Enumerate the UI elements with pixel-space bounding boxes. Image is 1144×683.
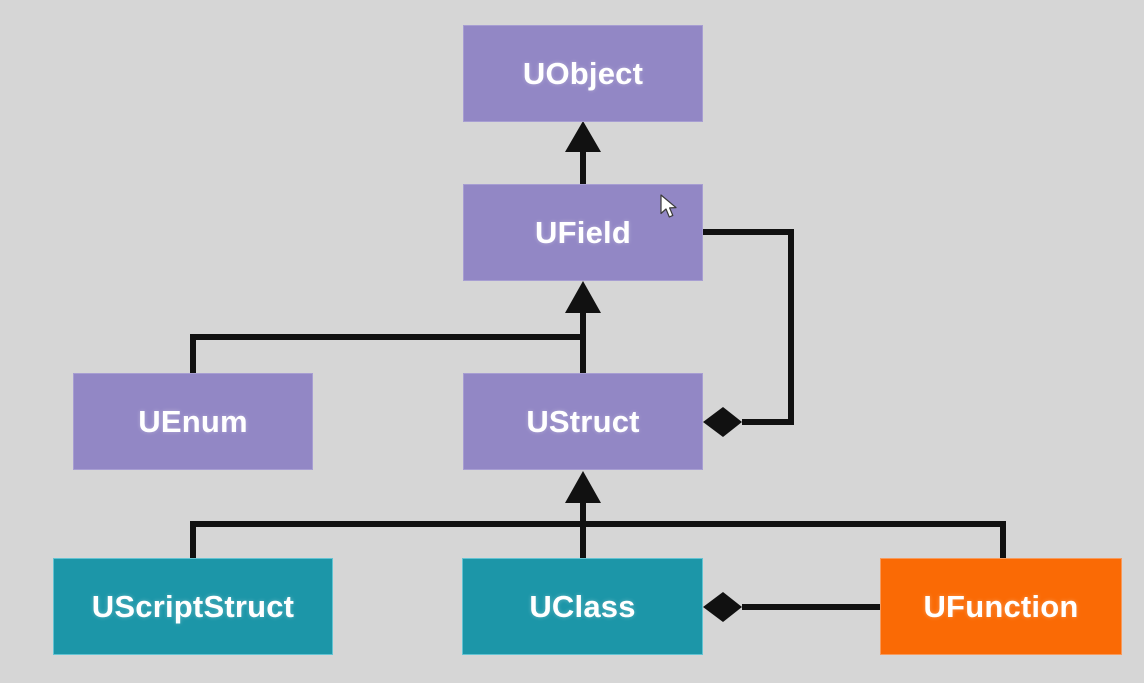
edge-subclasses-to-ustruct (190, 471, 1006, 558)
node-uobject[interactable]: UObject (463, 25, 703, 122)
edge-uclass-owns-ufunction (703, 592, 880, 622)
node-ustruct[interactable]: UStruct (463, 373, 703, 470)
node-uscriptstruct[interactable]: UScriptStruct (53, 558, 333, 655)
node-ustruct-label: UStruct (526, 403, 640, 439)
node-uscriptstruct-label: UScriptStruct (91, 588, 295, 624)
edge-uenum-ustruct-to-ufield (190, 281, 601, 373)
node-uclass[interactable]: UClass (462, 558, 703, 655)
node-ufield-label: UField (535, 214, 631, 250)
node-ufield[interactable]: UField (463, 184, 703, 281)
node-ufunction-label: UFunction (923, 588, 1079, 624)
node-uenum-label: UEnum (138, 403, 248, 439)
node-uclass-label: UClass (529, 588, 636, 624)
node-uobject-label: UObject (522, 55, 644, 91)
edge-ustruct-owns-ufield (703, 229, 794, 437)
node-uenum[interactable]: UEnum (73, 373, 313, 470)
edge-ufield-to-uobject (565, 121, 601, 184)
node-ufunction[interactable]: UFunction (880, 558, 1122, 655)
